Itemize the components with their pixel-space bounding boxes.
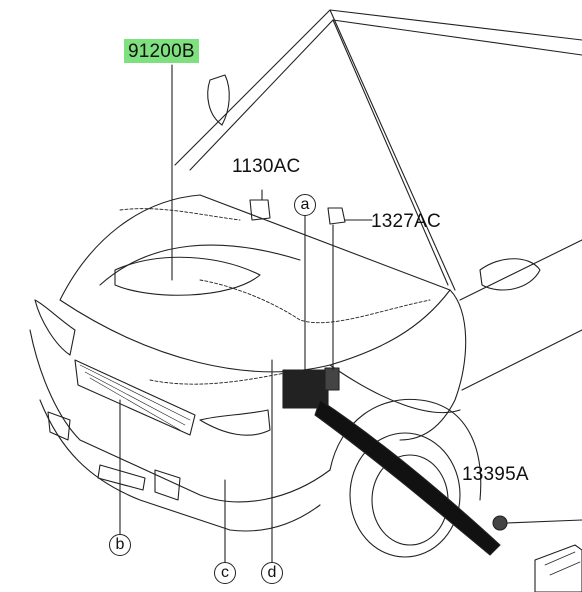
- engine-wiring: [119, 208, 431, 385]
- fog-lamp-left: [47, 411, 71, 441]
- grommet-13395a-icon: [492, 515, 508, 531]
- grille: [74, 359, 196, 436]
- fog-lamp-right: [154, 469, 181, 501]
- front-fascia: [29, 329, 331, 503]
- clip-1327ac-icon: [327, 207, 346, 225]
- a-pillar-right: [329, 9, 456, 291]
- harness-sweep: [314, 399, 501, 556]
- windshield-outline: [174, 9, 582, 166]
- grommet-leader: [506, 519, 582, 524]
- hood-outline: [59, 194, 451, 373]
- fender-crease: [329, 364, 461, 414]
- part-label-1327ac: 1327AC: [371, 211, 441, 232]
- ecu-module: [534, 544, 582, 592]
- part-label-1130ac: 1130AC: [232, 156, 301, 177]
- relay-box-cover: [324, 367, 340, 391]
- ecu-module-detail: [544, 551, 581, 576]
- lower-grille: [97, 464, 146, 491]
- callout-c: c: [214, 562, 236, 584]
- bumper-lower: [39, 399, 321, 532]
- callout-b: b: [109, 534, 131, 556]
- door-line-lower: [461, 329, 582, 391]
- door-line: [459, 239, 582, 301]
- callout-a: a: [294, 194, 316, 216]
- part-label-91200b: 91200B: [124, 39, 199, 63]
- hood-vent: [114, 256, 261, 296]
- grille-mesh: [79, 364, 191, 431]
- a-pillar-right-inner: [332, 19, 449, 286]
- part-label-13395a: 13395A: [462, 464, 529, 485]
- fender-right: [399, 289, 467, 441]
- front-wheel: [349, 432, 461, 558]
- headlight-left: [34, 299, 76, 356]
- windshield-inner: [189, 19, 582, 171]
- headlight-right: [199, 409, 271, 436]
- hood-crease: [99, 244, 301, 286]
- side-mirror: [207, 74, 230, 126]
- callout-d: d: [261, 562, 283, 584]
- bolt-1130ac-icon: [249, 199, 271, 221]
- door-mirror-right: [479, 258, 541, 291]
